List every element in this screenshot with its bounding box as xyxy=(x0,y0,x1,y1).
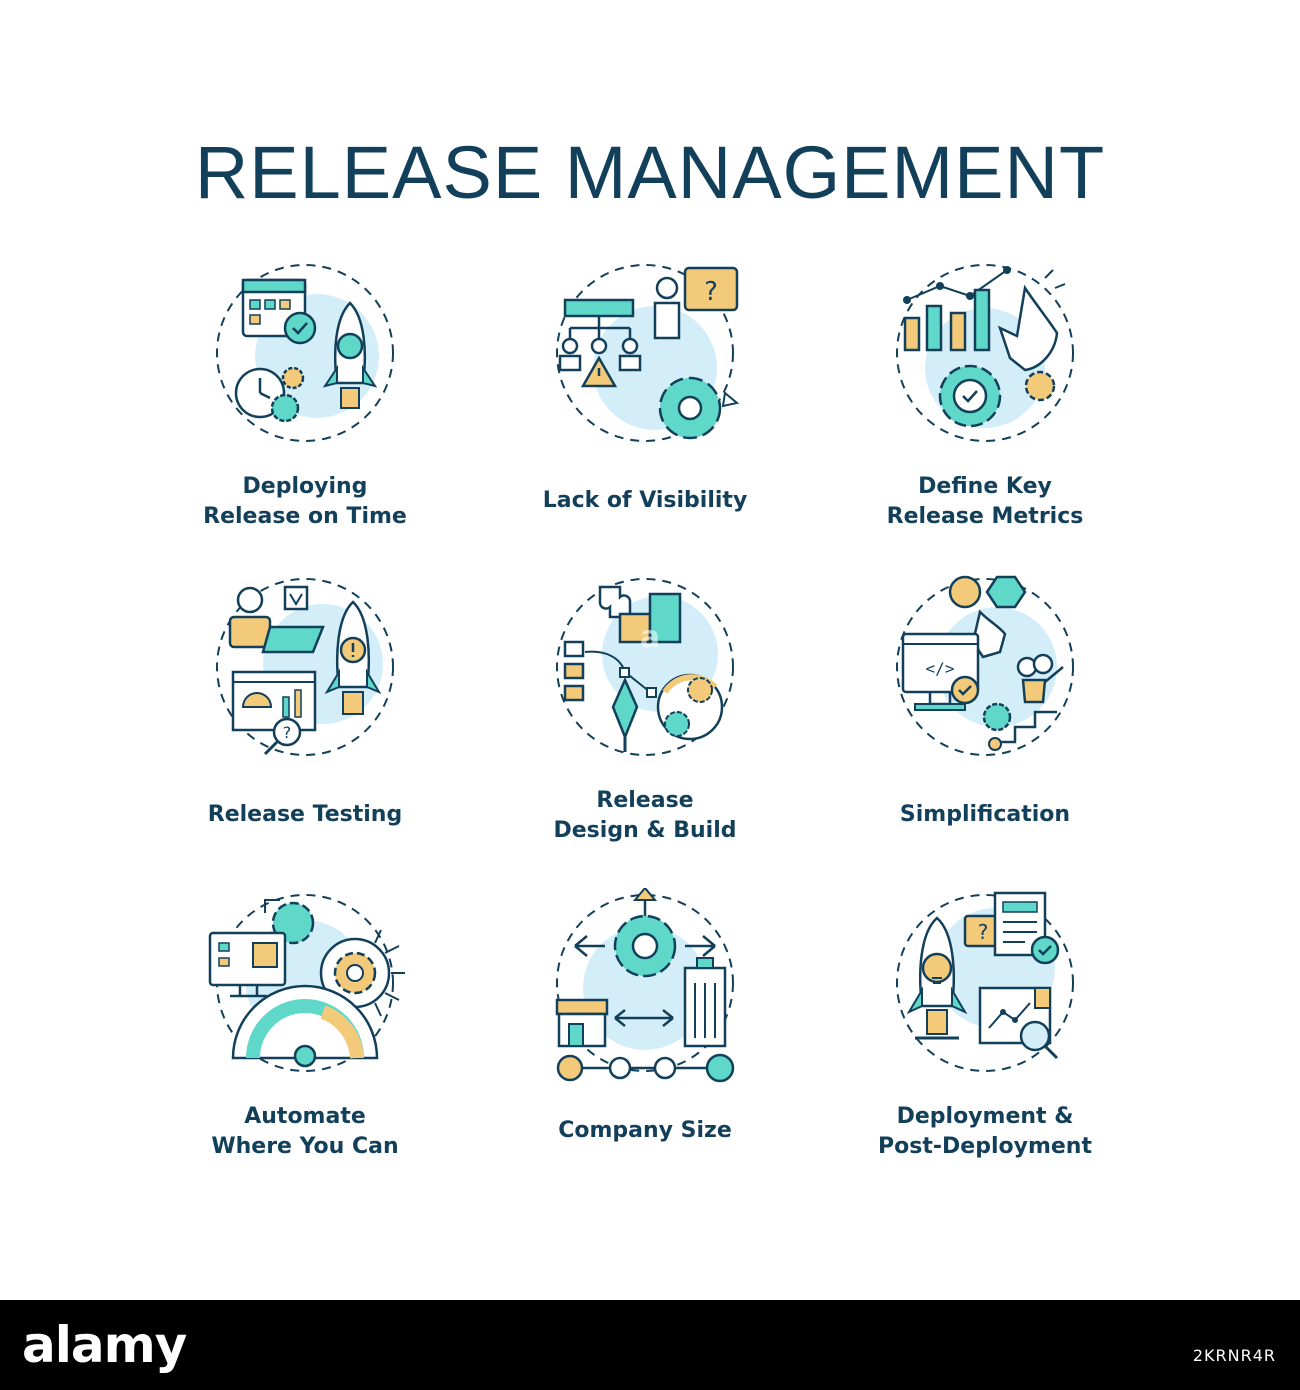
calendar-rocket-icon xyxy=(216,264,394,442)
item-label: Company Size xyxy=(558,1118,732,1143)
svg-text:</>: </> xyxy=(926,659,955,678)
svg-text:?: ? xyxy=(704,277,718,307)
rocket-document-icon: ? xyxy=(896,891,1074,1072)
image-id: 2KRNR4R xyxy=(1192,1346,1276,1365)
svg-text:?: ? xyxy=(283,723,292,742)
brand-logo: alamy xyxy=(22,1316,187,1374)
org-chart-confusion-icon: ? xyxy=(556,264,740,442)
item-label: Simplification xyxy=(899,802,1071,827)
chart-hand-gear-icon xyxy=(896,264,1074,442)
gear-store-buildings-icon xyxy=(555,888,735,1083)
tester-rocket-icon: ? xyxy=(216,578,394,756)
item-label: Release Testing xyxy=(207,802,403,827)
item-label: Lack of Visibility xyxy=(542,488,748,513)
monitor-gears-gauge-icon xyxy=(208,894,405,1072)
shapes-computer-icon: </> xyxy=(896,575,1074,756)
footer-bar xyxy=(0,1300,1300,1390)
item-label: Deployment &Post-Deployment xyxy=(878,1104,1092,1159)
puzzle-pen-tool-icon xyxy=(556,578,734,756)
svg-text:?: ? xyxy=(978,920,989,944)
page-title: RELEASE MANAGEMENT xyxy=(194,131,1106,214)
